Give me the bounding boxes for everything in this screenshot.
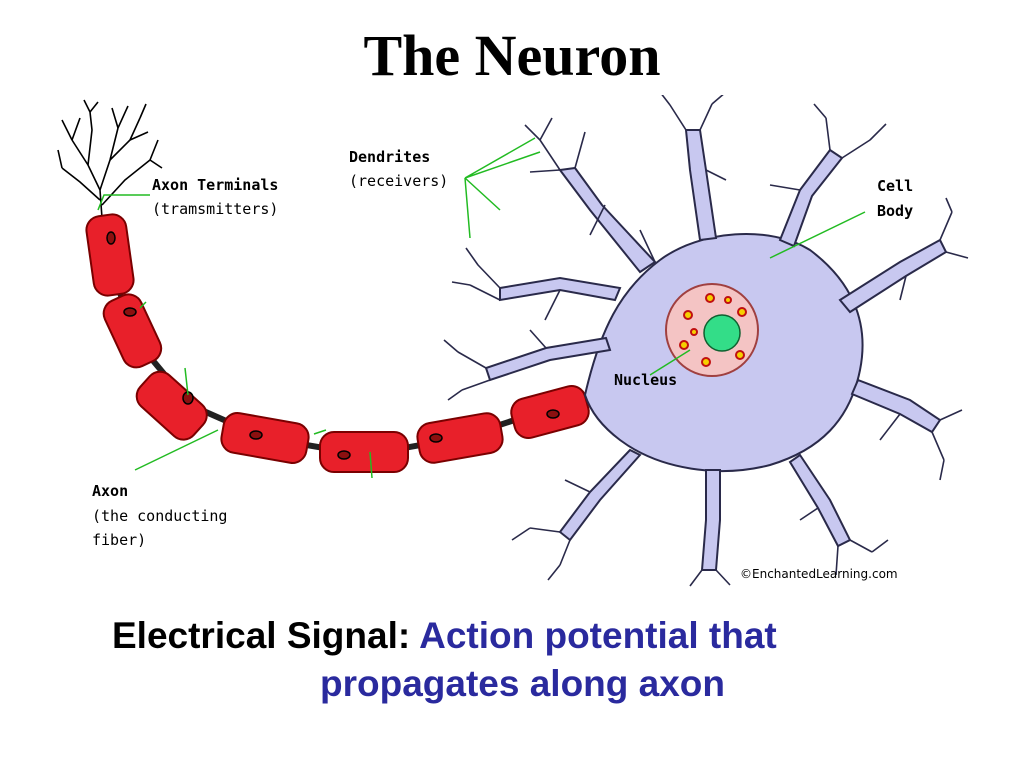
caption-body-line1: Action potential that xyxy=(419,615,777,656)
axon-terminals-label: Axon Terminals xyxy=(152,176,278,194)
pointer-lines xyxy=(97,137,866,479)
dendrites-label: Dendrites xyxy=(349,148,430,166)
myelin-segment xyxy=(102,293,163,369)
dendrite-branches xyxy=(443,95,969,587)
axon-label: Axon xyxy=(92,482,128,500)
myelin-segment xyxy=(220,412,310,464)
cell-body-label-line1: Cell xyxy=(877,177,913,195)
caption: Electrical Signal: Action potential that… xyxy=(112,612,932,708)
nucleolus xyxy=(703,314,741,352)
slide-title: The Neuron xyxy=(363,23,661,88)
myelin-segment xyxy=(85,213,135,297)
credit-text: ©EnchantedLearning.com xyxy=(740,567,898,581)
neuron-diagram: Axon Terminals (tramsmitters) Dendrites … xyxy=(57,95,969,587)
axon-sublabel-line1: (the conducting xyxy=(92,507,227,525)
caption-lead: Electrical Signal: xyxy=(112,615,411,656)
axon-terminals-sublabel: (tramsmitters) xyxy=(152,200,278,218)
myelin-sheath xyxy=(85,213,590,473)
myelin-segment xyxy=(135,370,208,441)
myelin-segment xyxy=(416,412,504,464)
axon-sublabel-line2: fiber) xyxy=(92,531,146,549)
myelin-segment xyxy=(319,431,409,473)
caption-body-line2: propagates along axon xyxy=(320,663,726,704)
nucleus-label: Nucleus xyxy=(614,371,677,389)
axon-terminal-branches xyxy=(57,99,163,219)
dendrites-sublabel: (receivers) xyxy=(349,172,448,190)
cell-body-label-line2: Body xyxy=(877,202,913,220)
nucleus xyxy=(665,283,759,377)
